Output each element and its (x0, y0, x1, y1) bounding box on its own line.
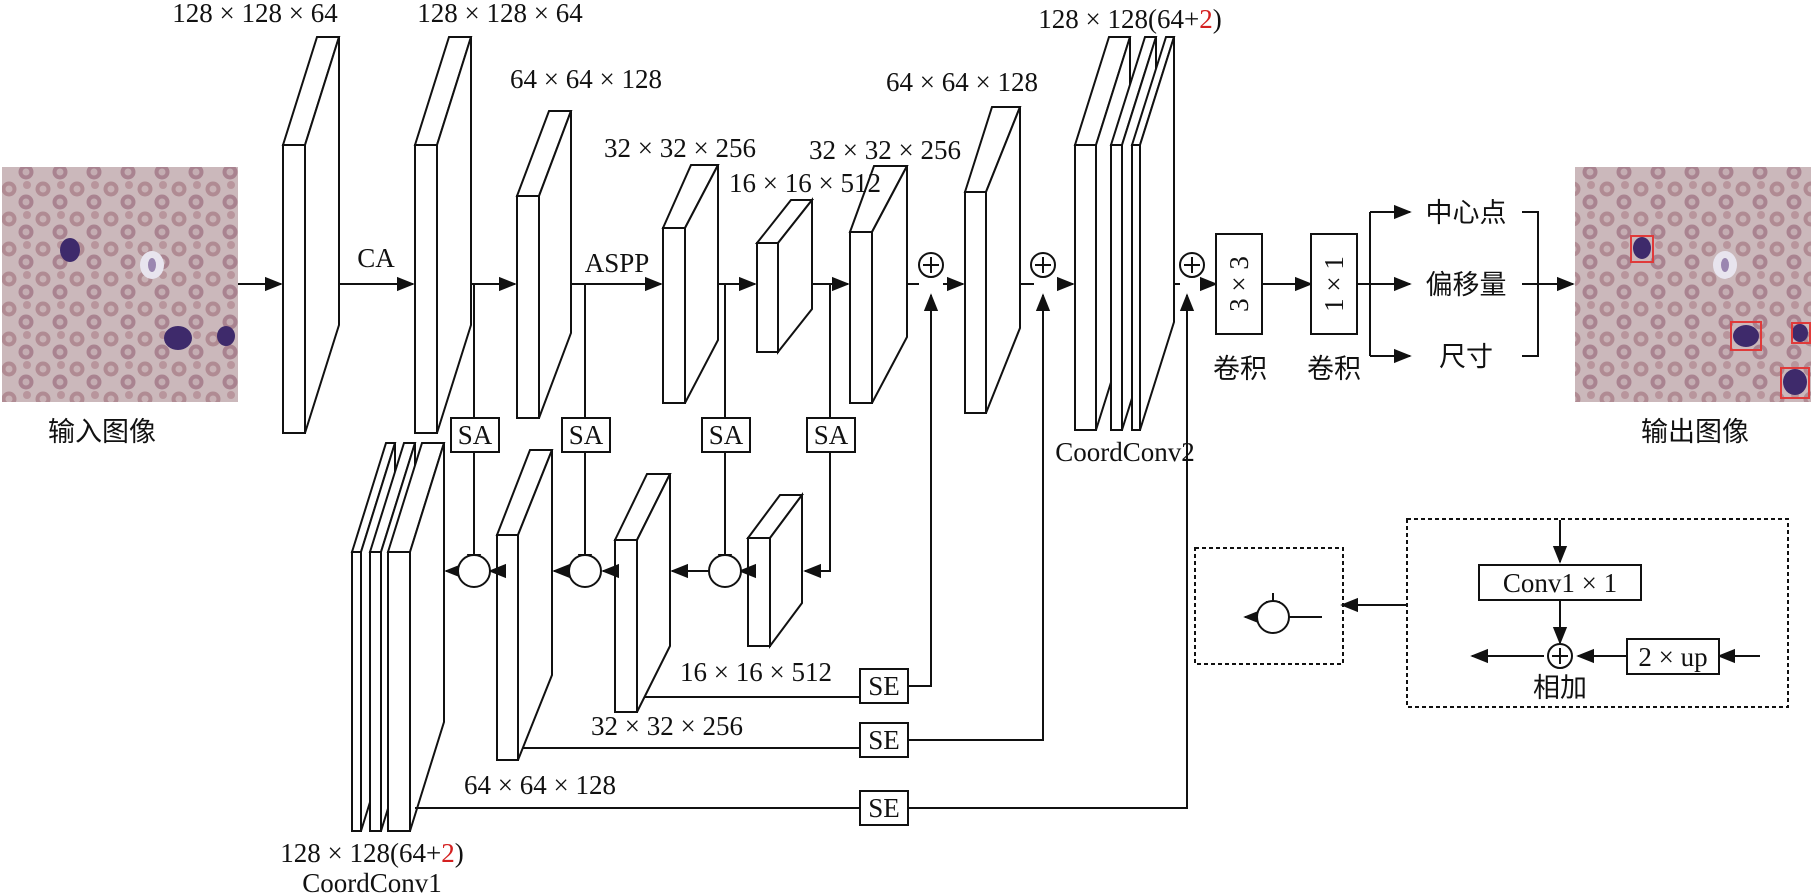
encoder-block-1 (282, 144, 306, 434)
head-output-center: 中心点 (1426, 198, 1507, 229)
se-label: SE (868, 725, 900, 755)
encoder-dim-7: 64 × 64 × 128 (886, 67, 1038, 97)
ca-label: CA (357, 243, 395, 273)
detection-box (1730, 321, 1762, 351)
encoder-dim-3: 64 × 64 × 128 (510, 64, 662, 94)
legend-concat-frame (1194, 547, 1344, 665)
coordconv1-block (351, 551, 362, 832)
decoder-blocks (350, 442, 804, 832)
concat-node (457, 554, 491, 588)
sa-label: SA (458, 420, 493, 450)
add-nodes (918, 252, 1573, 669)
coordconv2-block (1074, 144, 1097, 431)
coordconv1-name: CoordConv1 (302, 868, 442, 896)
decoder-block-3 (496, 534, 519, 761)
encoder-block-5 (756, 242, 779, 353)
legend-up-label: 2 × up (1638, 642, 1707, 672)
encoder-block-2 (414, 144, 438, 434)
head-output-offset: 偏移量 (1426, 270, 1507, 301)
legend-fusion-frame (1406, 518, 1789, 708)
conv3x3-label: 3 × 3 (1224, 256, 1254, 312)
concat-node (1256, 600, 1290, 634)
se-label: SE (868, 793, 900, 823)
head-boxes (1215, 233, 1358, 335)
coordconv2-dim: 128 × 128(64+2) (1038, 4, 1221, 34)
nucleus-icon (1792, 324, 1808, 342)
legend-add-label: 相加 (1533, 673, 1587, 704)
conv1x1-caption: 卷积 (1307, 354, 1361, 385)
attention-boxes (450, 417, 909, 826)
conv1x1-label: 1 × 1 (1319, 256, 1349, 312)
concat-node (708, 554, 742, 588)
nucleus-icon (217, 326, 235, 346)
legend-boxes (1478, 564, 1720, 675)
nucleus-icon (164, 326, 192, 350)
decoder-block-2 (614, 539, 638, 713)
se-label: SE (868, 671, 900, 701)
concat-node (568, 554, 602, 588)
encoder-block-3 (516, 195, 540, 419)
legend-frames (1194, 518, 1789, 708)
coordconv2-name: CoordConv2 (1055, 437, 1195, 467)
encoder-dim-1: 128 × 128 × 64 (172, 0, 338, 28)
output-caption: 输出图像 (1641, 417, 1749, 448)
decoder-block-1 (747, 537, 771, 647)
input-caption: 输入图像 (48, 417, 156, 448)
encoder-block-6 (849, 231, 873, 404)
conv1x1-box (1310, 233, 1358, 335)
sa-label: SA (569, 420, 604, 450)
encoder-blocks (281, 36, 1176, 434)
add-symbol: ⊕ (920, 248, 943, 278)
encoder-block-7 (964, 191, 987, 414)
nucleus-icon (60, 238, 80, 262)
conv3x3-caption: 卷积 (1213, 354, 1267, 385)
encoder-dim-2: 128 × 128 × 64 (417, 0, 583, 28)
detection-box (1780, 367, 1810, 399)
detection-box (1791, 322, 1811, 344)
encoder-block-4 (662, 227, 686, 404)
sa-label: SA (709, 420, 744, 450)
nucleus-icon (1633, 237, 1651, 259)
encoder-dim-6: 32 × 32 × 256 (809, 135, 961, 165)
legend-conv-label: Conv1 × 1 (1503, 568, 1617, 598)
decoder-dim-1: 16 × 16 × 512 (680, 657, 832, 687)
nucleus-icon (1733, 325, 1759, 347)
concat-nodes (457, 554, 1290, 634)
legend-up-box (1626, 638, 1720, 675)
coordconv1-dim: 128 × 128(64+2) (280, 838, 463, 868)
head-output-size: 尺寸 (1439, 342, 1493, 373)
aspp-label: ASPP (585, 248, 650, 278)
encoder-dim-4: 32 × 32 × 256 (604, 133, 756, 163)
decoder-dim-2: 32 × 32 × 256 (591, 711, 743, 741)
conv3x3-box (1215, 233, 1263, 335)
input-image (2, 167, 238, 402)
detection-box (1630, 235, 1654, 263)
nucleus-icon (1783, 369, 1807, 395)
decoder-dim-3: 64 × 64 × 128 (464, 770, 616, 800)
sa-label: SA (814, 420, 849, 450)
legend-conv-box (1478, 564, 1642, 601)
encoder-dim-5: 16 × 16 × 512 (729, 168, 881, 198)
output-image (1575, 167, 1811, 402)
